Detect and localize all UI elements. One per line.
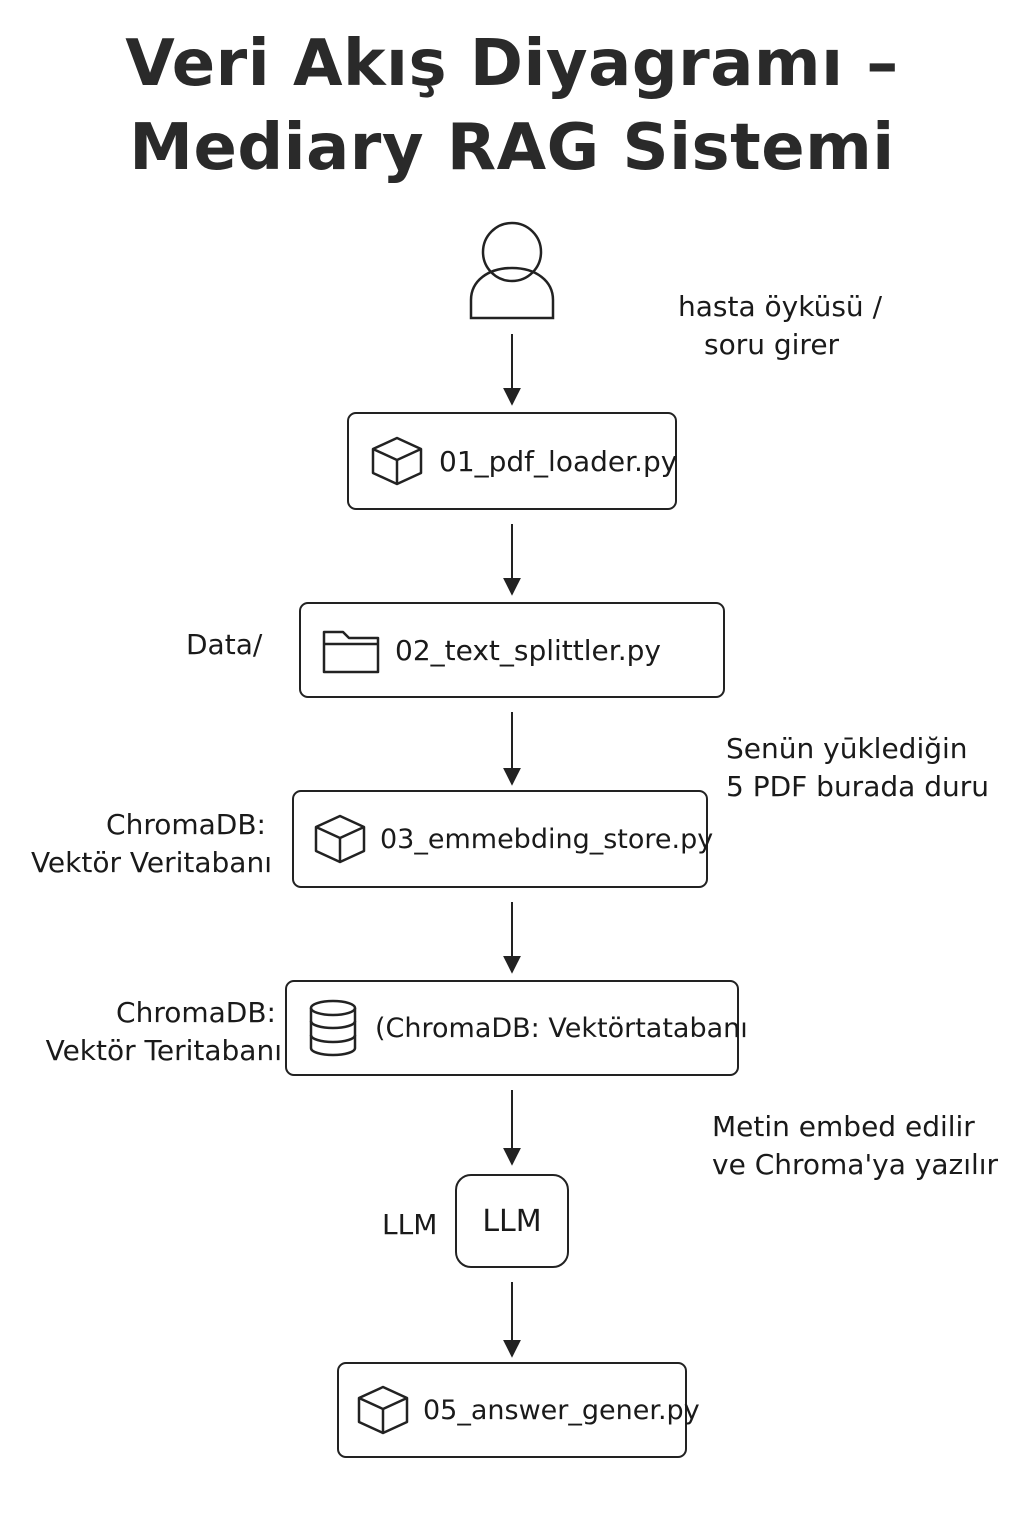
pdf-storage-note: Senün yūklediğin 5 PDF burada duru: [726, 730, 989, 806]
embed-note: Metin embed edilir ve Chroma'ya yazılır: [712, 1108, 998, 1184]
chromadb-note-2-line-2: Vektör Teritabanı: [45, 1034, 282, 1067]
user-note-line-2: soru girer: [704, 328, 840, 361]
data-folder-note: Data/: [186, 628, 263, 661]
node-text-splitter: 02_text_splittler.py: [299, 602, 725, 698]
cube-icon: [357, 1385, 409, 1435]
page-title: Veri Akış Diyagramı – Mediary RAG Sistem…: [0, 22, 1024, 190]
chromadb-note-2-line-1: ChromaDB:: [116, 996, 276, 1029]
node-chromadb-label: (ChromaDB: Vektörtatabanı: [375, 1012, 748, 1044]
chromadb-note-1: ChromaDB: Vektör Veritabanı: [20, 806, 272, 882]
database-icon: [309, 999, 357, 1057]
embed-note-line-2: ve Chroma'ya yazılır: [712, 1148, 999, 1181]
node-embedding-store-label: 03_emmebding_store.py: [380, 823, 714, 855]
folder-icon: [322, 630, 380, 674]
cube-icon: [371, 436, 423, 486]
llm-note: LLM: [382, 1208, 438, 1241]
chromadb-note-1-line-1: ChromaDB:: [106, 808, 266, 841]
title-line-2: Mediary RAG Sistemi: [129, 111, 895, 185]
pdf-note-line-2: 5 PDF burada duru: [726, 770, 989, 803]
user-input-note: hasta öyküsü / soru girer: [678, 288, 882, 364]
node-answer-gen-label: 05_answer_gener.py: [423, 1394, 700, 1426]
chromadb-note-1-line-2: Vektör Veritabanı: [30, 846, 272, 879]
node-llm-label: LLM: [482, 1203, 542, 1239]
cube-icon: [314, 814, 366, 864]
embed-note-line-1: Metin embed edilir: [712, 1110, 975, 1143]
pdf-note-line-1: Senün yūklediğin: [726, 732, 968, 765]
chromadb-note-2: ChromaDB: Vektör Teritabanı: [20, 994, 282, 1070]
user-note-line-1: hasta öyküsü /: [678, 290, 882, 323]
node-chromadb: (ChromaDB: Vektörtatabanı: [285, 980, 748, 1076]
title-line-1: Veri Akış Diyagramı –: [125, 27, 899, 101]
node-pdf-loader: 01_pdf_loader.py: [347, 412, 677, 510]
node-text-splitter-label: 02_text_splittler.py: [395, 633, 661, 667]
node-embedding-store: 03_emmebding_store.py: [292, 790, 713, 888]
node-pdf-loader-label: 01_pdf_loader.py: [439, 444, 678, 478]
node-answer-gen: 05_answer_gener.py: [337, 1362, 700, 1458]
node-llm: LLM: [455, 1174, 569, 1268]
user-icon: [469, 221, 555, 320]
